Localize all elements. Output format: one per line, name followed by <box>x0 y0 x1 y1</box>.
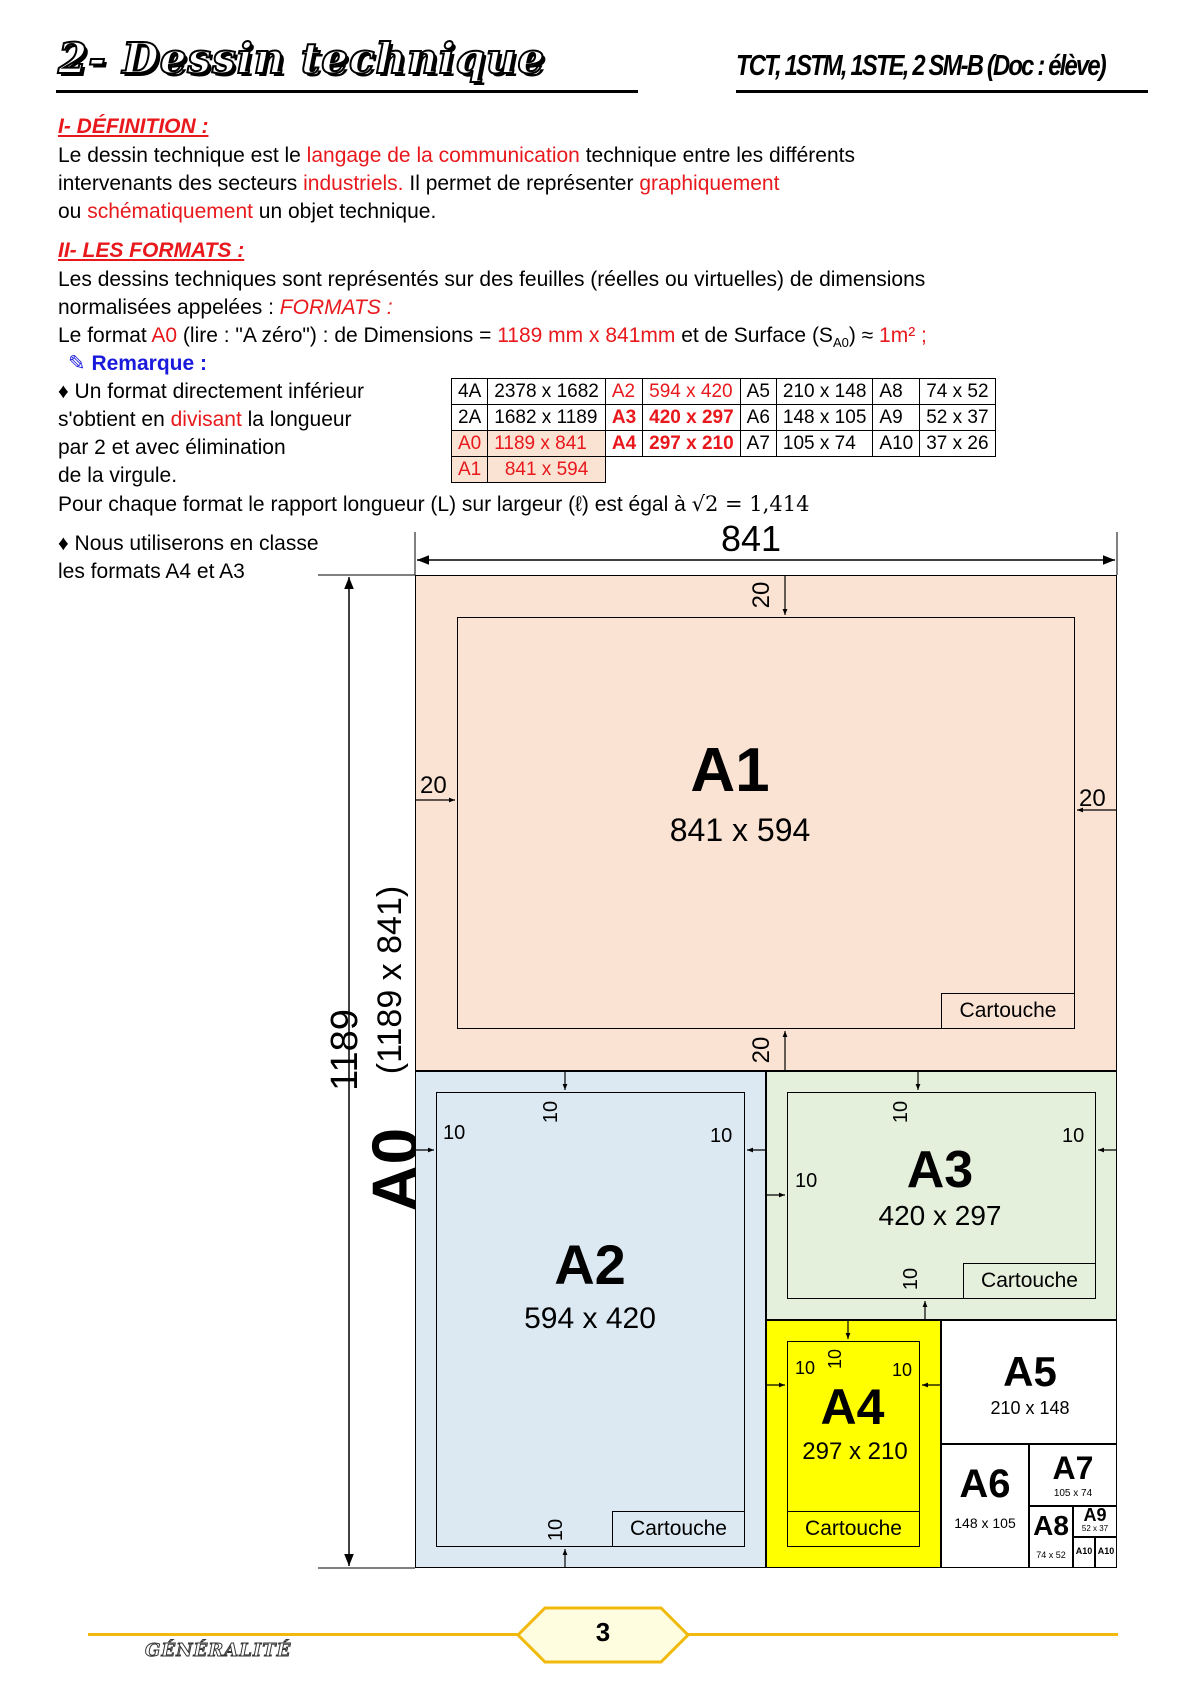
section-formats-heading: II- LES FORMATS : <box>58 239 245 262</box>
width-dimension-label: 841 <box>720 518 782 559</box>
a4-margin-right: 10 <box>892 1360 913 1380</box>
sheet-a4 <box>766 1320 941 1568</box>
a2-margin-left: 10 <box>443 1122 466 1144</box>
sheet-a2 <box>415 1071 766 1568</box>
a3-dimensions: 420 x 297 <box>878 1200 1002 1231</box>
a1-dimensions: 841 x 594 <box>669 812 811 848</box>
a3-cartouche: Cartouche <box>963 1263 1096 1299</box>
a2-dimensions: 594 x 420 <box>524 1302 656 1335</box>
a4-label: A4 <box>820 1379 885 1435</box>
class-formats-line-1: ♦ Nous utiliserons en classe <box>58 532 319 555</box>
section-definition-heading: I- DÉFINITION : <box>58 115 209 138</box>
table-row: 4A 2378 x 1682 A2 594 x 420 A5 210 x 148… <box>450 378 996 405</box>
a7-label: A7 <box>1052 1450 1094 1486</box>
a2-frame <box>436 1092 745 1547</box>
sheet-a7 <box>1029 1444 1117 1506</box>
remark-bullet-line-2: s'obtient en divisant la longueur <box>58 408 352 431</box>
class-levels: TCT, 1STM, 1STE, 2 SM-B (Doc : élève) <box>736 50 1107 82</box>
a1-margin-right: 20 <box>1079 785 1106 812</box>
formats-line-3: Le format A0 (lire : "A zéro") : de Dime… <box>58 324 927 351</box>
formats-table: 4A 2378 x 1682 A2 594 x 420 A5 210 x 148… <box>450 378 996 483</box>
footer-rule-left <box>88 1633 518 1636</box>
sheet-a10-left <box>1073 1537 1095 1568</box>
a3-frame <box>787 1092 1096 1299</box>
a5-label: A5 <box>1003 1348 1057 1395</box>
ratio-statement: Pour chaque format le rapport longueur (… <box>58 492 810 516</box>
pencil-icon: ✎ <box>68 352 86 375</box>
class-formats-line-2: les formats A4 et A3 <box>58 560 245 583</box>
a5-dimensions: 210 x 148 <box>990 1398 1070 1418</box>
a2-label: A2 <box>554 1233 626 1296</box>
a9-dimensions: 52 x 37 <box>1081 1524 1109 1533</box>
table-row: A0 1189 x 841 A4 297 x 210 A7 105 x 74 A… <box>450 430 996 457</box>
a10-left-label: A10 <box>1075 1546 1093 1556</box>
a4-dimensions: 297 x 210 <box>802 1438 908 1465</box>
sheet-a10-right <box>1095 1537 1117 1568</box>
a9-label: A9 <box>1083 1505 1107 1525</box>
sheet-a8 <box>1029 1506 1073 1568</box>
sheet-a3 <box>766 1071 1117 1320</box>
remark-bullet-line-1: ♦ Un format directement inférieur <box>58 380 364 403</box>
a2-margin-right: 10 <box>710 1125 733 1147</box>
a8-dimensions: 74 x 52 <box>1036 1550 1066 1560</box>
a7-dimensions: 105 x 74 <box>1053 1488 1093 1499</box>
a1-margin-left: 20 <box>420 772 447 799</box>
formats-line-2: normalisées appelées : FORMATS : <box>58 296 393 319</box>
page-number-badge <box>515 1606 691 1664</box>
title-underline <box>56 90 638 93</box>
a10-right-label: A10 <box>1097 1546 1115 1556</box>
class-levels-underline <box>736 90 1148 93</box>
sheet-a1 <box>415 575 1117 1071</box>
table-row: A1 841 x 594 <box>450 456 996 483</box>
document-title: 2- Dessin technique <box>57 33 546 84</box>
remark-bullet-line-3: par 2 et avec élimination <box>58 436 286 459</box>
a6-label: A6 <box>959 1462 1011 1506</box>
remark-bullet-line-4: de la virgule. <box>58 464 178 487</box>
a3-margin-left: 10 <box>795 1170 818 1192</box>
a3-label: A3 <box>906 1141 974 1199</box>
footer-rule-right <box>688 1633 1118 1636</box>
remark-heading: ✎ Remarque : <box>68 352 207 375</box>
sheet-a6 <box>941 1444 1029 1568</box>
definition-line-1: Le dessin technique est le langage de la… <box>58 144 855 167</box>
a1-frame <box>457 617 1075 1029</box>
definition-line-2: intervenants des secteurs industriels. I… <box>58 172 780 195</box>
a4-margin-left: 10 <box>795 1358 816 1378</box>
a4-cartouche: Cartouche <box>787 1511 920 1547</box>
a2-cartouche: Cartouche <box>612 1511 745 1547</box>
footer-section-label: GÉNÉRALITÉ <box>144 1640 292 1662</box>
formats-line-1: Les dessins techniques sont représentés … <box>58 268 926 291</box>
sheet-a9 <box>1073 1506 1117 1537</box>
page-number: 3 <box>595 1617 611 1647</box>
a8-label: A8 <box>1033 1510 1069 1541</box>
a1-cartouche: Cartouche <box>941 993 1075 1029</box>
definition-line-3: ou schématiquement un objet technique. <box>58 200 437 223</box>
sheet-a5 <box>941 1320 1117 1444</box>
a1-label: A1 <box>690 736 770 805</box>
a3-margin-right: 10 <box>1062 1125 1085 1147</box>
a6-dimensions: 148 x 105 <box>954 1515 1016 1531</box>
